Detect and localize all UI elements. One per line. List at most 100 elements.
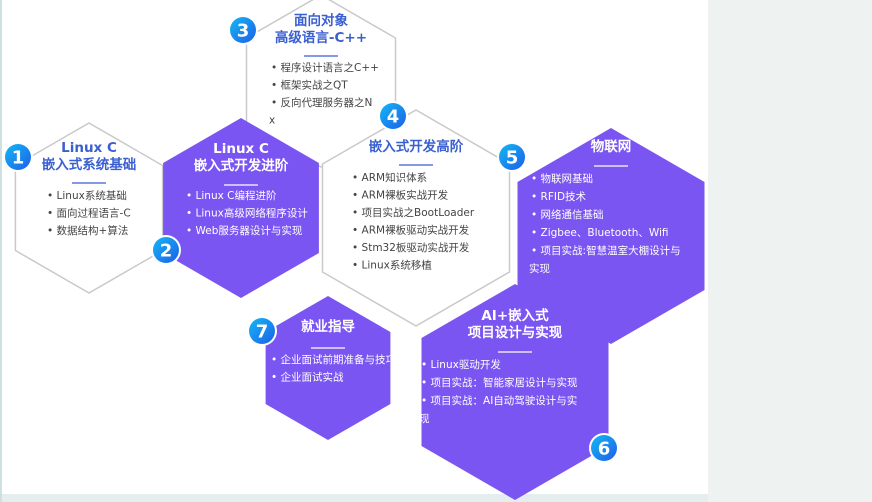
hexagon-2-item: • Web服务器设计与实现 [186,224,303,237]
hexagon-4-title-line-0: 嵌入式开发高阶 [369,138,464,155]
hexagon-4-item: • ARM知识体系 [352,171,427,184]
hexagon-1-title-line-1: 嵌入式系统基础 [42,156,137,173]
hexagon-1-item: • 数据结构+算法 [47,224,128,237]
hexagon-3-item: • 框架实战之QT [271,79,348,92]
step-badge-4: 4 [378,101,408,131]
hexagon-4-item: • 项目实战之BootLoader [352,206,475,219]
step-badge-1-disc [5,144,31,170]
hexagon-5-shape [517,128,705,344]
hexagon-3-item-text: x [269,115,275,127]
left-edge [0,0,2,502]
hexagon-4-item: • Linux系统移植 [352,259,432,272]
hexagon-2-item: • Linux高级网络程序设计 [186,207,308,220]
hexagon-1-item: • Linux系统基础 [47,189,127,202]
hexagon-5-item: • 网络通信基础 [531,208,604,221]
step-badge-5-number: 5 [506,148,519,169]
hexagon-7: 就业指导• 企业面试前期准备与技巧• 企业面试实战 [265,296,397,440]
hexagon-3-title-line-0: 面向对象 [294,12,348,29]
hexagon-5-item: • RFID技术 [531,190,587,203]
hexagon-5-item-text: 物联网基础 [541,172,594,185]
hexagon-6-item: • 项目实战：智能家居设计与实现 [421,376,578,389]
hexagon-6-item-text: 项目实战：智能家居设计与实现 [431,376,578,389]
hexagon-2-item-text: Linux高级网络程序设计 [196,207,309,220]
hexagon-5-title-line-0: 物联网 [591,138,632,155]
hexagon-7-item-text: 企业面试前期准备与技巧 [281,353,397,366]
hexagon-4-item-text: ARM裸板驱动实战开发 [362,224,470,237]
hexagon-1-title-line-0: Linux C [61,140,117,156]
step-badge-7: 7 [247,316,277,346]
step-badge-2-number: 2 [160,241,173,262]
hexagon-6-shape [421,284,609,500]
hexagon-6-item: • 项目实战：AI自动驾驶设计与实 [421,394,577,407]
hexagon-6-title-line-0: AI+嵌入式 [481,307,549,324]
hexagon-5-item: • 项目实战:智慧温室大棚设计与 [531,244,681,257]
hexagon-2-item-text: Linux C编程进阶 [196,189,277,202]
step-badge-2: 2 [151,235,181,265]
right-side-panel [708,0,872,502]
hexagon-3-item: x [269,115,275,127]
step-badge-5-disc [499,144,525,170]
step-badge-1-number: 1 [12,148,25,169]
hexagon-4-item-text: ARM知识体系 [362,171,428,184]
hexagon-5-item-text: RFID技术 [541,190,587,203]
hexagon-7-item: • 企业面试实战 [271,371,344,384]
hexagon-7-item-text: 企业面试实战 [281,371,344,384]
hexagon-3-item-text: 框架实战之QT [281,79,349,92]
step-badge-7-number: 7 [256,322,269,343]
step-badge-5: 5 [497,142,527,172]
hexagon-6-item: 现 [419,413,430,425]
hexagon-2-title-line-0: Linux C [213,141,269,157]
hexagon-5: 物联网 • 物联网基础 • RFID技术 • 网络通信基础 • Zigbee、Bluet… [517,128,705,344]
hexagon-1-item-text: 数据结构+算法 [57,224,129,237]
hexagon-4-item-text: Stm32板驱动实战开发 [362,241,470,254]
hexagon-5-item: • Zigbee、Bluetooth、Wifi [531,227,669,239]
hexagon-6-item-text: 现 [419,413,430,425]
hexagon-1-item-text: 面向过程语言-C [57,207,131,220]
hexagon-2-title-line-1: 嵌入式开发进阶 [194,157,289,174]
hexagon-3-item: • 程序设计语言之C++ [271,61,379,74]
hexagon-2-shape [163,118,319,298]
hexagon-6-item-text: Linux驱动开发 [431,358,502,371]
step-badge-6-number: 6 [598,439,611,460]
step-badge-6-disc [591,435,617,461]
hexagon-6-title-line-1: 项目设计与实现 [468,324,563,341]
hexagon-6-item: • Linux驱动开发 [421,358,501,371]
step-badge-3: 3 [228,15,258,45]
hexagon-3-item: • 反向代理服务器之N [271,96,372,109]
hexagon-7-title-line-0: 就业指导 [301,318,355,335]
step-badge-1: 1 [3,142,33,172]
hexagon-5-item-text: 实现 [529,262,550,275]
step-badge-3-disc [230,17,256,43]
hexagon-2-item-text: Web服务器设计与实现 [196,224,303,237]
step-badge-7-disc [249,318,275,344]
step-badge-3-number: 3 [237,21,250,42]
hexagon-7-shape [265,296,391,440]
hexagon-5-item-text: 网络通信基础 [541,208,604,221]
step-badge-4-number: 4 [387,107,400,128]
hexagon-2-item: • Linux C编程进阶 [186,189,277,202]
hexagon-1-item: • 面向过程语言-C [47,207,131,220]
step-badge-2-disc [153,237,179,263]
hexagon-3-item-text: 反向代理服务器之N [281,96,373,109]
step-badge-4-disc [380,103,406,129]
hexagon-4-item: • ARM裸板驱动实战开发 [352,224,470,237]
hexagon-6-item-text: 项目实战：AI自动驾驶设计与实 [431,394,578,407]
bottom-strip [0,494,708,502]
hexagon-5-item-text: 项目实战:智慧温室大棚设计与 [541,244,681,257]
hexagon-5-item: • 物联网基础 [531,172,593,185]
hexagon-3-item-text: 程序设计语言之C++ [281,61,379,74]
hexagon-4-item: • ARM裸板实战开发 [352,189,449,202]
hexagon-4-item: • Stm32板驱动实战开发 [352,241,470,254]
hexagon-3-title-line-1: 高级语言-C++ [275,29,367,46]
hexagon-5-item: 实现 [529,262,550,275]
hexagon-5-item-text: Zigbee、Bluetooth、Wifi [541,227,669,239]
hexagon-4-item-text: 项目实战之BootLoader [362,206,475,219]
hexagon-1-item-text: Linux系统基础 [57,189,127,202]
hexagon-4-item-text: ARM裸板实战开发 [362,189,449,202]
